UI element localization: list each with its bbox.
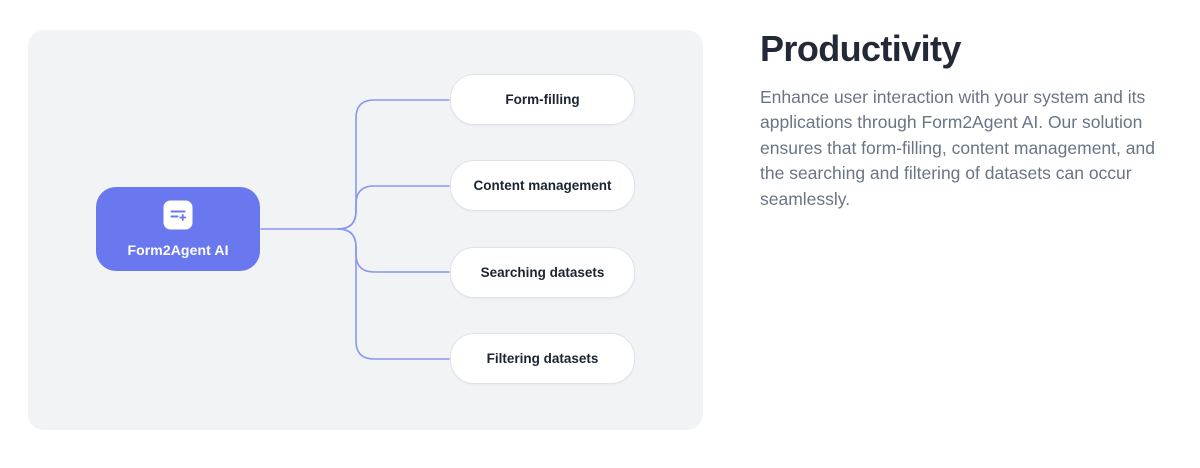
node-filtering-datasets: Filtering datasets: [450, 333, 635, 384]
node-content-management: Content management: [450, 160, 635, 211]
root-node-label: Form2Agent AI: [127, 242, 229, 258]
diagram-panel: Form2Agent AI Form-filling Content manag…: [28, 30, 703, 430]
page-description: Enhance user interaction with your syste…: [760, 87, 1155, 209]
form-add-icon: [163, 200, 193, 235]
content-section: Productivity Enhance user interaction wi…: [760, 26, 1185, 212]
node-label: Searching datasets: [480, 265, 605, 280]
connector-lines: [260, 99, 450, 360]
node-form-filling: Form-filling: [450, 74, 635, 125]
node-label: Filtering datasets: [486, 351, 599, 366]
page-title: Productivity: [760, 28, 961, 69]
node-searching-datasets: Searching datasets: [450, 247, 635, 298]
node-label: Content management: [473, 178, 612, 193]
node-label: Form-filling: [505, 92, 580, 107]
root-node-form2agent: Form2Agent AI: [96, 187, 260, 271]
